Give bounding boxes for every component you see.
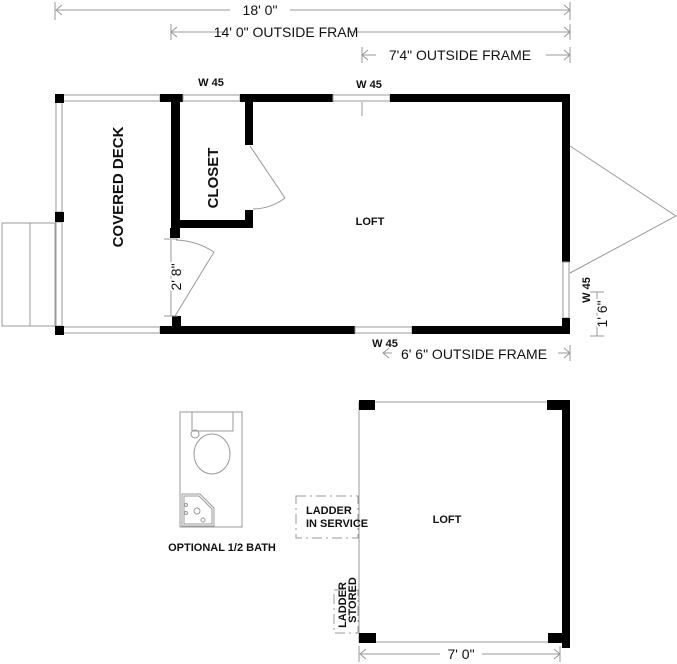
window xyxy=(562,261,570,319)
window-label: W 45 xyxy=(581,277,593,303)
deck-stairs xyxy=(1,222,56,327)
loft-plan: LOFT xyxy=(358,400,570,648)
dimension-6ft6: 6' 6" OUTSIDE FRAME xyxy=(382,345,571,362)
room-label-closet: CLOSET xyxy=(205,148,222,209)
bath-label: OPTIONAL 1/2 BATH xyxy=(168,542,276,554)
window-label: W 45 xyxy=(372,338,398,350)
closet-door xyxy=(249,145,286,210)
dimension-label: 7'4" OUTSIDE FRAME xyxy=(389,47,531,63)
dimension-label: 2' 8" xyxy=(168,263,184,290)
ladder-in-service: LADDER IN SERVICE xyxy=(295,495,368,539)
window xyxy=(332,94,391,102)
dimension-label: 18' 0" xyxy=(243,2,278,18)
dimension-label: 14' 0" OUTSIDE FRAM xyxy=(214,24,359,40)
ladder-label: LADDER xyxy=(306,505,352,517)
ladder-stored: LADDER STORED xyxy=(333,577,359,634)
ladder-label: LADDER xyxy=(337,582,349,628)
room-label-deck: COVERED DECK xyxy=(110,126,127,247)
ladder-label: STORED xyxy=(347,577,359,623)
main-walls xyxy=(160,94,570,334)
entry-door xyxy=(174,239,215,317)
optional-bath: OPTIONAL 1/2 BATH xyxy=(168,411,276,554)
dimension-label: 6' 6" OUTSIDE FRAME xyxy=(401,346,547,362)
window-label: W 45 xyxy=(198,77,224,89)
dimension-label: 7' 0" xyxy=(447,646,474,662)
dimension-overall: 18' 0" xyxy=(54,2,571,20)
dimension-7ft4: 7'4" OUTSIDE FRAME xyxy=(361,47,571,63)
window-label: W 45 xyxy=(356,79,382,91)
window xyxy=(182,94,241,102)
room-label-loft: LOFT xyxy=(433,514,462,526)
dimension-loft-width: 7' 0" xyxy=(358,646,561,662)
covered-deck: COVERED DECK xyxy=(55,94,161,335)
window xyxy=(354,326,413,334)
trailer-tongue xyxy=(569,145,677,274)
dimension-14ft: 14' 0" OUTSIDE FRAM xyxy=(170,24,571,40)
dimension-door: 2' 8" xyxy=(164,238,186,317)
dimension-window-side: 1' 6" xyxy=(590,291,612,337)
ladder-label: IN SERVICE xyxy=(306,518,368,530)
dimension-label: 1' 6" xyxy=(594,300,610,327)
room-label-loft: LOFT xyxy=(356,216,385,228)
